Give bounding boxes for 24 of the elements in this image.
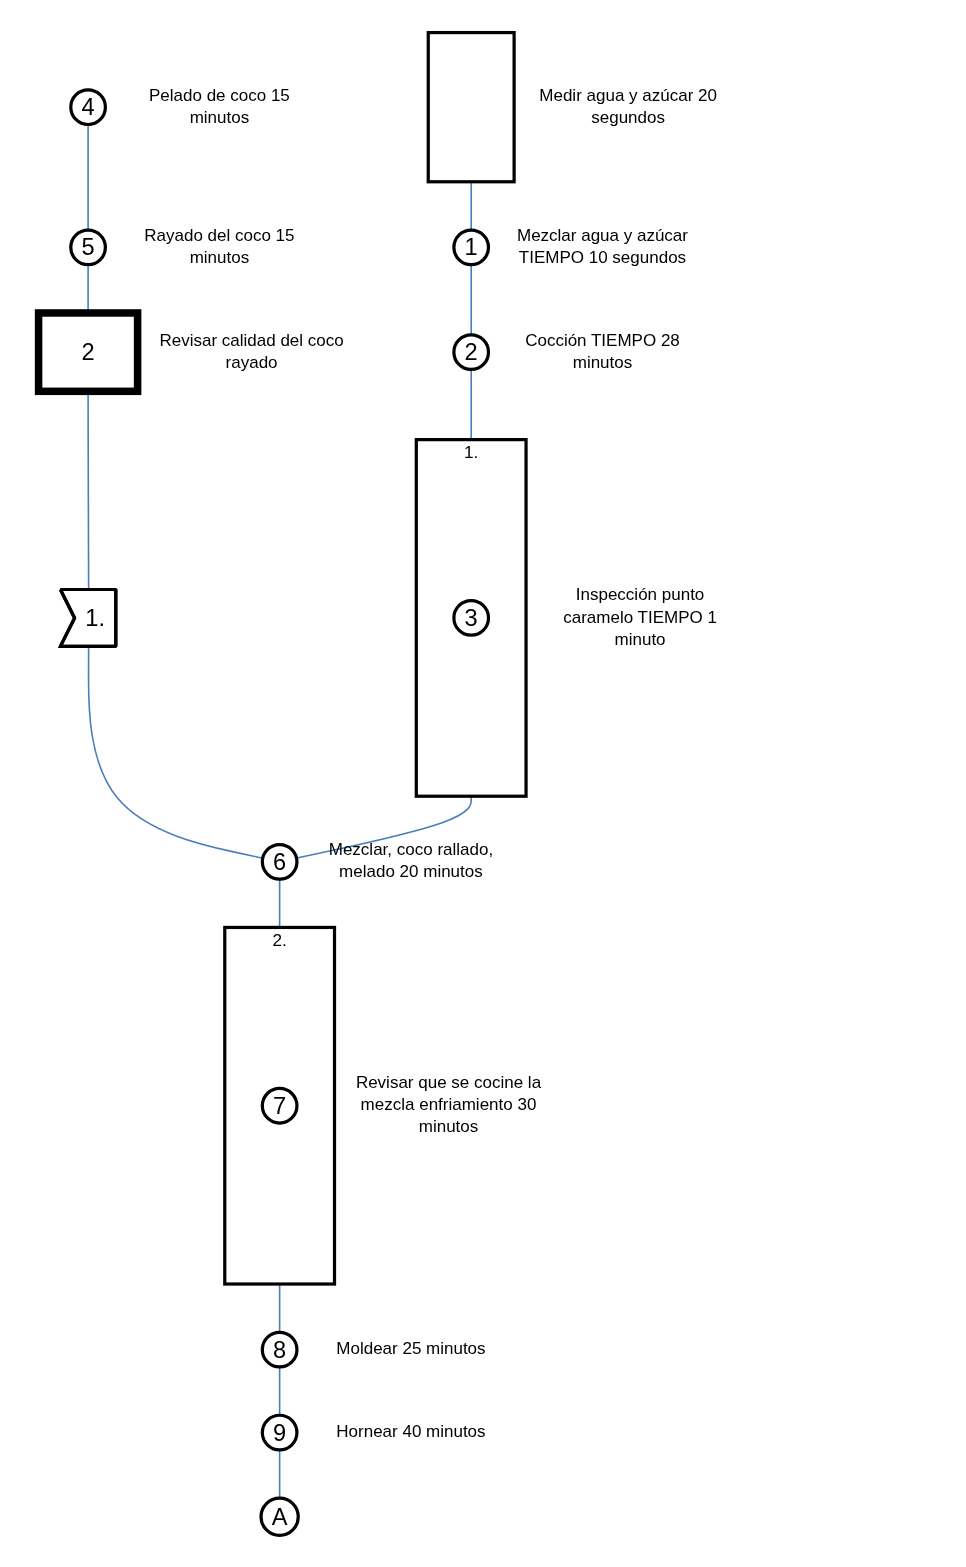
node-circle: 7 <box>260 1086 299 1125</box>
step-note: Revisar que se cocine la mezcla enfriamiento 30 minutos <box>354 1072 543 1139</box>
node-circle: A <box>259 1496 300 1537</box>
step-note: Cocción TIEMPO 28 minutos <box>524 329 681 374</box>
node-circle: 1 <box>452 228 491 266</box>
step-note: Revisar calidad del coco rayado <box>158 329 345 374</box>
step-note: Hornear 40 minutos <box>335 1421 487 1443</box>
node-circle: 9 <box>260 1413 299 1451</box>
step-note: Moldear 25 minutos <box>335 1338 487 1361</box>
step-note: Pelado de coco 15 minutos <box>147 84 291 129</box>
node-circle: 3 <box>452 598 491 637</box>
connector <box>470 368 472 440</box>
node-box <box>426 30 516 183</box>
node-circle: 6 <box>260 842 299 881</box>
step-note: Medir agua y azúcar 20 segundos <box>538 84 718 129</box>
node-box: 2 <box>34 308 142 395</box>
step-note: Inspección punto caramelo TIEMPO 1 minuto <box>562 584 718 651</box>
node-circle: 2 <box>452 332 491 371</box>
step-note: Mezclar agua y azúcar TIEMPO 10 segundos <box>515 224 689 269</box>
node-circle: 5 <box>69 228 107 266</box>
node-circle: 4 <box>69 87 107 126</box>
step-note: Mezclar, coco rallado, melado 20 minutos <box>327 839 495 884</box>
node-circle: 8 <box>260 1330 299 1369</box>
step-note: Rayado del coco 15 minutos <box>143 224 296 269</box>
